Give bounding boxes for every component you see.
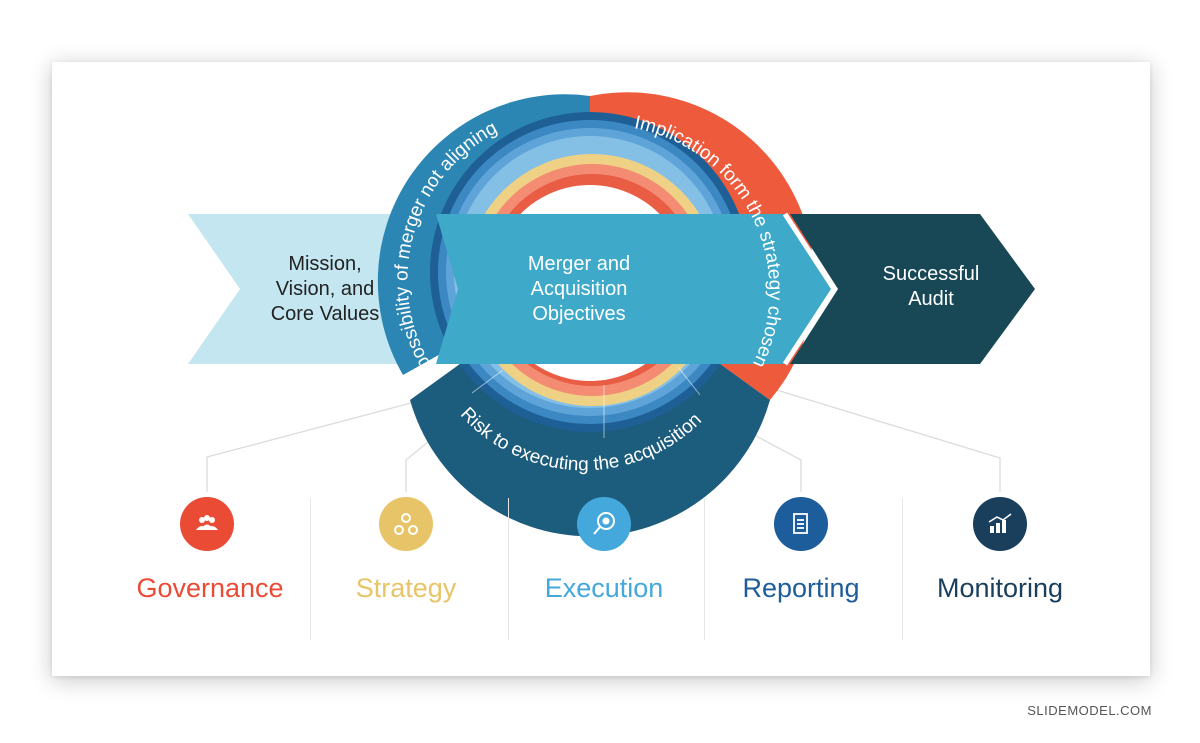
column-divider: [508, 498, 509, 640]
mission-vision-text: Mission, Vision, and Core Values: [270, 252, 380, 325]
label-monitoring: Monitoring: [936, 573, 1064, 603]
merger-objectives-text: Merger and Acquisition Objectives: [527, 252, 631, 325]
category-icons: [180, 497, 1027, 551]
gears-icon: [394, 513, 418, 535]
column-divider: [704, 498, 705, 640]
column-divider: [310, 498, 311, 640]
label-strategy: Strategy: [355, 573, 457, 603]
governance-icon-circle: [180, 497, 234, 551]
center-band-shape: [436, 214, 834, 364]
right-arrow-shape: [790, 214, 1035, 364]
execution-icon-circle: [577, 497, 631, 551]
strategy-icon-circle: [379, 497, 433, 551]
label-governance: Governance: [136, 573, 284, 603]
label-reporting: Reporting: [742, 573, 860, 603]
bar-chart-icon: [988, 513, 1012, 533]
label-execution: Execution: [544, 573, 664, 603]
magnifier-eye-icon: [593, 512, 615, 535]
ring-spokes: [471, 366, 701, 438]
column-divider: [902, 498, 903, 640]
document-icon: [793, 513, 808, 534]
successful-audit-text: Successful Audit: [882, 263, 980, 310]
footer-brand: SLIDEMODEL.COM: [1027, 703, 1152, 718]
center-band-edge: [782, 212, 837, 366]
people-icon: [196, 515, 218, 530]
